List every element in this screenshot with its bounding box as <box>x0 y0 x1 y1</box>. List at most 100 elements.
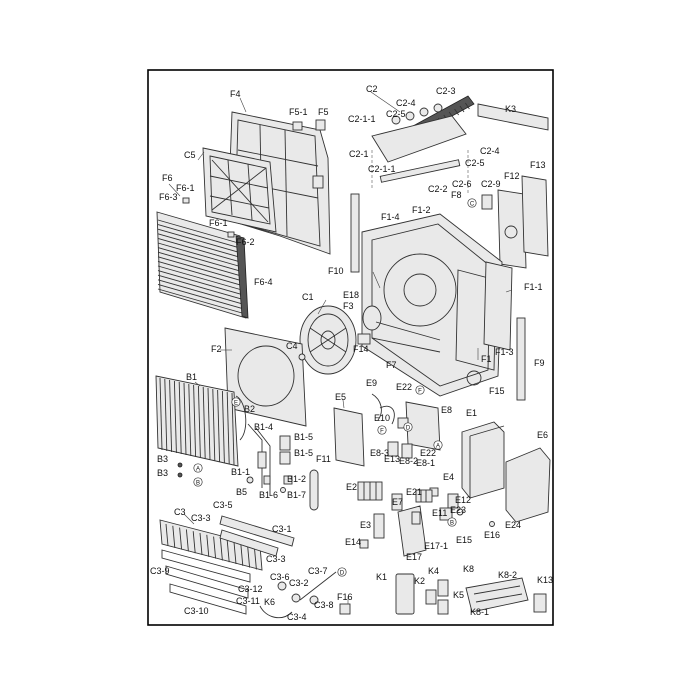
part-label-c3-11: C3-11 <box>236 596 260 606</box>
pan-ribs-stroke <box>233 541 237 565</box>
pan-ribs-stroke <box>192 531 196 554</box>
part-label-f1-4: F1-4 <box>381 212 400 222</box>
coil-fins-stroke <box>178 381 182 455</box>
part-label-f11: F11 <box>316 454 331 464</box>
part-label-f10: F10 <box>328 266 344 276</box>
pan-ribs-stroke <box>206 534 210 557</box>
part-label-e11: E11 <box>432 508 447 518</box>
part-e8-2 <box>401 443 413 459</box>
part-label-f7: F7 <box>386 360 397 370</box>
part-label-b5: B5 <box>236 487 247 497</box>
part-label-e23: E23 <box>450 505 466 515</box>
terminal-e21 <box>415 489 433 503</box>
piping-b1 <box>235 395 293 496</box>
side-panel-f1-1 <box>483 261 513 351</box>
grille-lines-stroke <box>157 251 243 277</box>
grille-lines-stroke <box>157 279 243 305</box>
part-label-b1: B1 <box>186 372 197 382</box>
screw-b3a <box>177 462 183 468</box>
part-label-e12: E12 <box>455 495 471 505</box>
part-c2-9 <box>481 194 493 210</box>
air-filter-c5 <box>202 147 277 233</box>
part-label-c2-4a: C2-4 <box>396 98 416 108</box>
coil-fins-stroke <box>207 387 211 461</box>
part-label-k5: K5 <box>453 590 464 600</box>
part-label-c2-3: C2-3 <box>436 86 456 96</box>
strip-c3-1 <box>219 515 295 547</box>
part-label-e9: E9 <box>366 378 377 388</box>
wiring-e9 <box>371 393 395 425</box>
grille-lines-stroke <box>157 237 243 263</box>
terminal-e2 <box>357 481 383 501</box>
part-label-e2: E2 <box>346 482 357 492</box>
grille-lines-stroke <box>157 247 243 273</box>
grille-lines-stroke <box>157 242 243 268</box>
nut-c4 <box>298 353 306 361</box>
part-label-c3-7: C3-7 <box>308 566 328 576</box>
grille-lines-stroke <box>157 233 243 259</box>
connector-mark-mb1: B <box>193 477 203 487</box>
part-label-f6: F6 <box>162 173 173 183</box>
connector-mark-me1: E <box>231 397 241 407</box>
part-label-e8: E8 <box>441 405 452 415</box>
part-label-c5: C5 <box>184 150 196 160</box>
part-label-c2-6: C2-6 <box>452 179 472 189</box>
part-label-c2-1-1b: C2-1-1 <box>368 164 396 174</box>
part-label-b1-1: B1-1 <box>231 467 250 477</box>
part-label-c2-5a: C2-5 <box>386 109 406 119</box>
part-label-b1-5b: B1-5 <box>294 448 313 458</box>
coil-fins-stroke <box>173 380 177 454</box>
connector-mark-letter: F <box>380 429 384 435</box>
connector-mark-letter: A <box>196 467 200 473</box>
part-label-f9: F9 <box>534 358 545 368</box>
part-label-e6: E6 <box>537 430 548 440</box>
part-label-e22b: E22 <box>420 448 436 458</box>
part-label-f6-1b: F6-1 <box>209 218 228 228</box>
part-f16 <box>339 603 351 615</box>
coil-fins-stroke <box>183 382 187 456</box>
cover-e6 <box>505 447 551 523</box>
clip-f6-1 <box>182 197 190 204</box>
part-label-c3-3b: C3-3 <box>266 554 286 564</box>
connector-mark-letter: C <box>470 202 475 208</box>
part-e14 <box>359 539 369 549</box>
connector-mark-ma1: A <box>193 463 203 473</box>
panel-f13 <box>521 175 549 257</box>
part-label-k13: K13 <box>537 575 553 585</box>
louver-assembly-c2 <box>371 95 476 206</box>
grille-lines-stroke <box>157 265 243 291</box>
strip-f10 <box>350 193 360 273</box>
clip-f5-1 <box>292 121 303 131</box>
part-label-k8-1: K8-1 <box>470 607 489 617</box>
part-label-e15: E15 <box>456 535 472 545</box>
drain-pan-c3 <box>159 519 263 615</box>
part-label-f6-3: F6-3 <box>159 192 178 202</box>
part-label-c3: C3 <box>174 507 186 517</box>
clip-f6-1b <box>227 231 235 238</box>
part-label-e4: E4 <box>443 472 454 482</box>
pan-ribs-stroke <box>240 543 244 566</box>
part-label-e22a: E22 <box>396 382 412 392</box>
pan-ribs-stroke <box>199 532 203 556</box>
manual-k13 <box>533 593 547 613</box>
part-label-f12: F12 <box>504 171 520 181</box>
part-label-f1-1: F1-1 <box>524 282 543 292</box>
part-e7 <box>391 493 403 511</box>
part-label-f1: F1 <box>481 354 492 364</box>
pipe-f11 <box>309 469 319 511</box>
part-label-k3: K3 <box>505 104 516 114</box>
part-label-c3-8: C3-8 <box>314 600 334 610</box>
part-label-e13: E13 <box>384 454 400 464</box>
part-label-e17-1: E17-1 <box>424 541 448 551</box>
grille-lines-stroke <box>157 274 243 300</box>
side-cover-f12 <box>497 189 527 269</box>
part-label-c2-5b: C2-5 <box>465 158 485 168</box>
connector-mark-letter: B <box>196 481 200 487</box>
grille-lines-stroke <box>157 288 243 314</box>
bracket-k3 <box>477 103 549 131</box>
part-label-f8: F8 <box>451 190 462 200</box>
part-e11 <box>439 507 453 521</box>
connector-mark-md1: D <box>337 567 347 577</box>
part-label-b1-4: B1-4 <box>254 422 273 432</box>
strip-f9 <box>516 317 526 401</box>
